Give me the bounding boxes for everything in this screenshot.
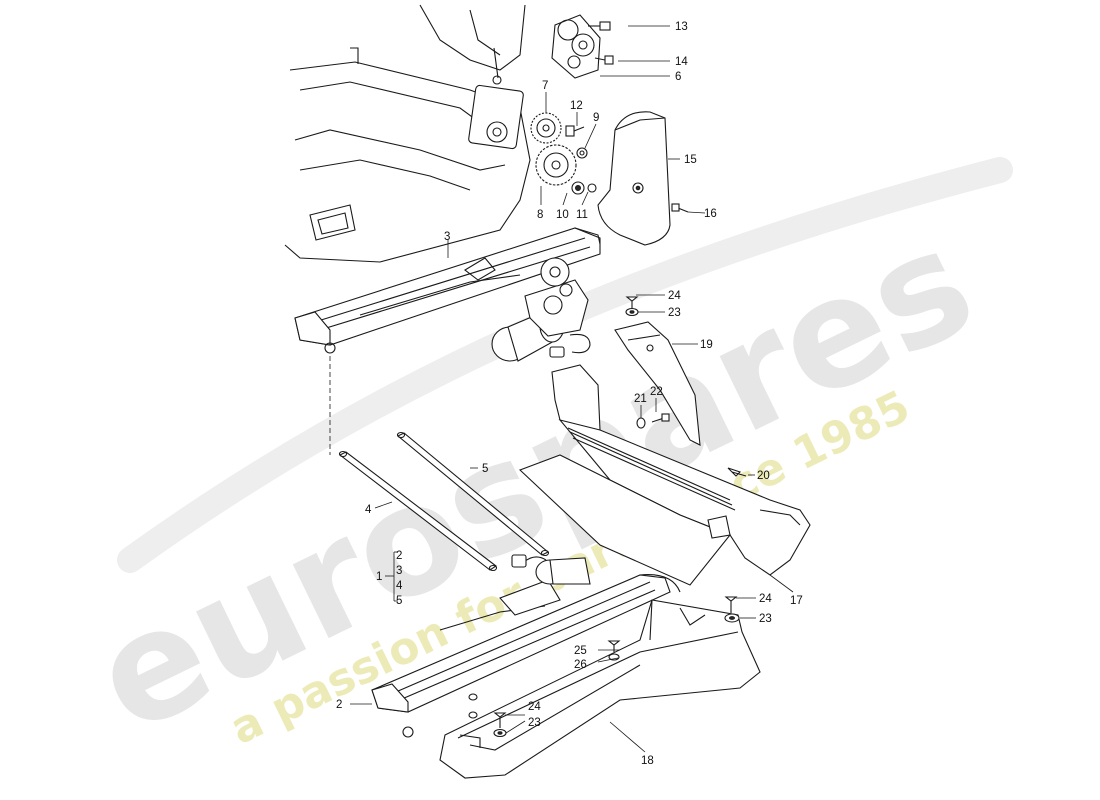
callout-23b: 23 [759, 613, 772, 625]
screw-24b [724, 596, 738, 613]
callout-24c: 24 [528, 701, 541, 713]
side-trim-17 [518, 364, 811, 586]
callout-18: 18 [641, 755, 654, 767]
upper-seat-rail [294, 227, 601, 354]
callout-25: 25 [574, 645, 587, 657]
rod-4 [338, 450, 498, 572]
leader-lines [350, 25, 794, 753]
part-callouts: 13 14 6 7 12 9 15 8 10 11 16 3 24 23 19 … [336, 21, 803, 767]
callout-13: 13 [675, 21, 688, 33]
screw-20 [727, 467, 747, 477]
screw-16 [671, 203, 689, 213]
callout-11: 11 [576, 209, 588, 221]
washer-21 [636, 417, 646, 429]
callout-19: 19 [700, 339, 713, 351]
bolt-12 [565, 125, 585, 137]
callout-8: 8 [537, 209, 543, 221]
screw-24c [493, 712, 507, 728]
gear-8 [535, 144, 577, 186]
gear-housing-6 [551, 14, 601, 79]
group-4: 4 [396, 580, 403, 592]
rod-5 [396, 431, 550, 557]
callout-20: 20 [757, 470, 770, 482]
callout-17: 17 [790, 595, 803, 607]
seat-frame-background [284, 4, 531, 263]
nut-9 [576, 147, 588, 159]
callout-2: 2 [336, 699, 342, 711]
cover-15 [597, 111, 671, 246]
callout-15: 15 [684, 154, 697, 166]
callout-6: 6 [675, 71, 681, 83]
nut-small-lower [468, 693, 478, 719]
callout-9: 9 [593, 112, 599, 124]
callout-14: 14 [675, 56, 688, 68]
gear-7 [530, 112, 562, 144]
group-2: 2 [396, 550, 402, 562]
seat-motor-lower [511, 554, 591, 585]
callout-21: 21 [634, 393, 647, 405]
base-pan-18 [439, 599, 761, 779]
callout-7: 7 [542, 80, 548, 92]
callout-3: 3 [444, 231, 450, 243]
bolt-13 [588, 21, 611, 31]
bracket-19 [614, 321, 701, 446]
callout-22: 22 [650, 386, 663, 398]
callout-24a: 24 [668, 290, 681, 302]
group-3: 3 [396, 565, 402, 577]
callout-12: 12 [570, 100, 583, 112]
callout-23c: 23 [528, 717, 541, 729]
bolt-22 [651, 413, 670, 423]
washer-23a [625, 307, 639, 317]
seat-motor-upper [491, 257, 591, 362]
group-5: 5 [396, 595, 402, 607]
callout-1: 1 [376, 571, 382, 583]
bolt-14 [594, 55, 614, 65]
screw-25 [607, 640, 621, 652]
lower-seat-rail [371, 574, 681, 738]
callout-10: 10 [556, 209, 569, 221]
washer-23b [724, 613, 740, 623]
callout-4: 4 [365, 504, 372, 516]
callout-26: 26 [574, 659, 587, 671]
washer-10 [571, 181, 585, 195]
nut-11 [587, 183, 597, 193]
callout-23a: 23 [668, 307, 681, 319]
washer-23c [493, 728, 507, 738]
callout-5: 5 [482, 463, 488, 475]
callout-16: 16 [704, 208, 717, 220]
callout-24b: 24 [759, 593, 772, 605]
